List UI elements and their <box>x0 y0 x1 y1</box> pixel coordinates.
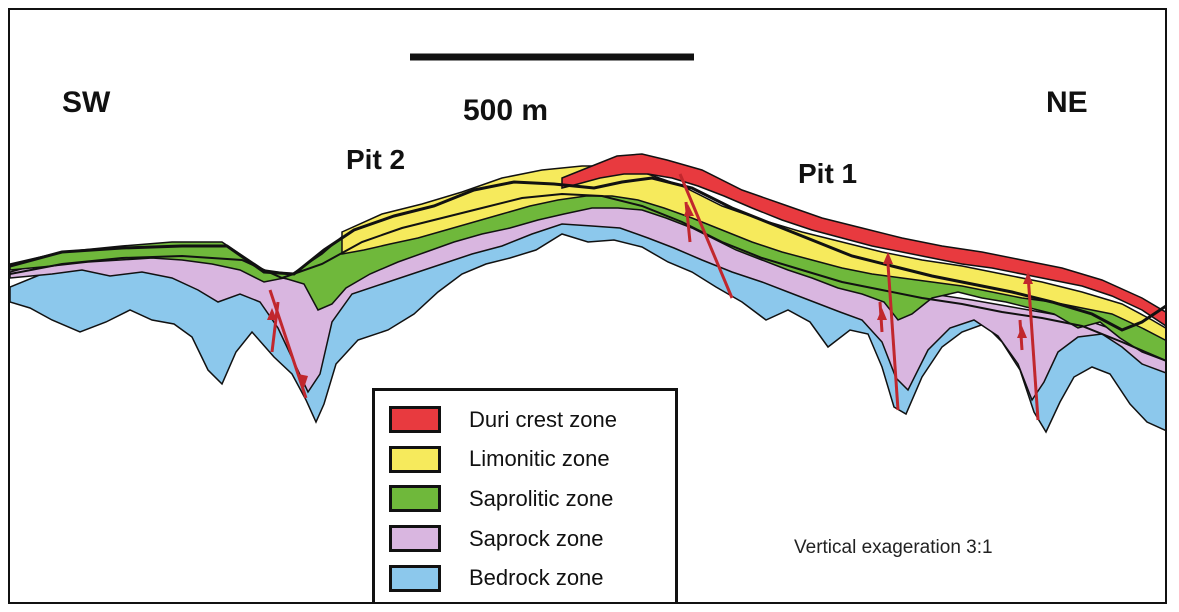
legend-swatch-saprock <box>389 525 441 553</box>
fault-line <box>886 263 900 411</box>
legend-item: Duri crest zone <box>389 400 661 440</box>
legend-label: Limonitic zone <box>469 446 610 472</box>
legend-item: Bedrock zone <box>389 558 661 598</box>
fault-arrows <box>267 204 1033 388</box>
fault-arrow <box>684 204 694 216</box>
legend-label: Bedrock zone <box>469 565 604 591</box>
fault-line <box>1026 273 1040 421</box>
direction-ne-label: NE <box>1046 86 1088 119</box>
fault-arrow <box>1017 326 1027 338</box>
legend: Duri crest zone Limonitic zone Saproliti… <box>372 388 678 602</box>
legend-label: Saprock zone <box>469 525 604 551</box>
fault-arrow <box>883 252 893 264</box>
legend-item: Saprock zone <box>389 519 661 559</box>
scale-bar-label: 500 m <box>463 94 549 127</box>
figure-frame: SW NE 500 m Pit 2 Pit 1 Vertical exagera… <box>8 8 1167 604</box>
fault-arrow <box>1023 272 1033 284</box>
pit-2-label: Pit 2 <box>346 144 406 175</box>
fault-line <box>270 301 280 353</box>
pit-1-label: Pit 1 <box>798 158 858 189</box>
fault-arrow <box>298 374 308 388</box>
legend-swatch-bedrock <box>389 564 441 592</box>
legend-swatch-saprolitic <box>389 485 441 513</box>
fault-arrow <box>877 308 887 320</box>
lower-boundary-line <box>10 192 1165 362</box>
legend-label: Duri crest zone <box>469 406 617 432</box>
legend-swatch-limonitic <box>389 445 441 473</box>
fault-line <box>678 173 734 299</box>
topography-line <box>10 176 1165 332</box>
direction-sw-label: SW <box>62 86 111 119</box>
cross-section-diagram <box>10 53 1165 434</box>
legend-label: Saprolitic zone <box>469 485 614 511</box>
duri-crest-zone-area <box>561 153 1165 327</box>
legend-swatch-duri-crest <box>389 406 441 434</box>
legend-item: Saprolitic zone <box>389 479 661 519</box>
vertical-exaggeration-note: Vertical exageration 3:1 <box>794 537 993 558</box>
fault-arrow <box>267 308 277 320</box>
legend-item: Limonitic zone <box>389 440 661 480</box>
